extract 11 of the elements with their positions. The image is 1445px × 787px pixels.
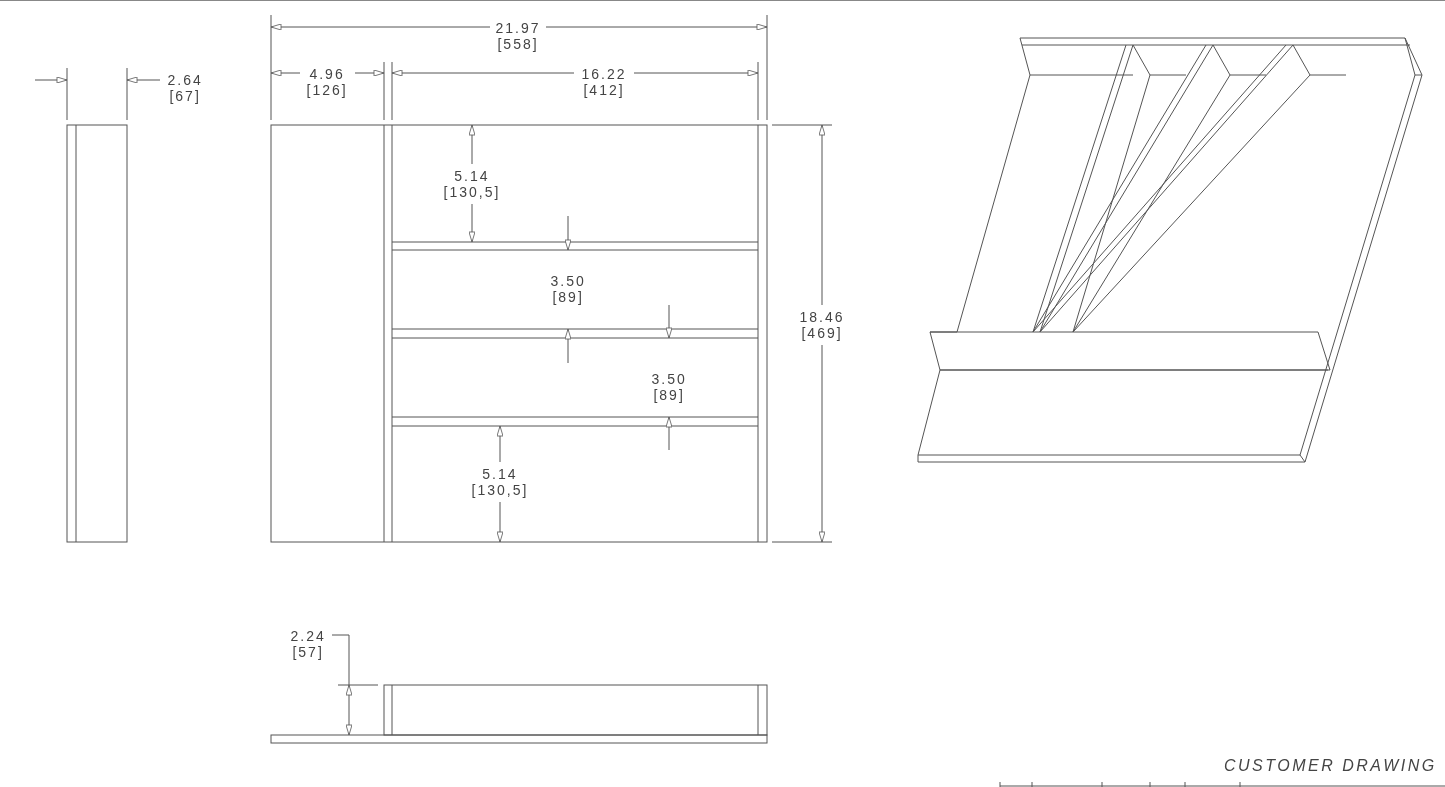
dimension-value: 5.14 [130,5] [471, 466, 529, 498]
dimension-value: 5.14 [130,5] [443, 168, 501, 200]
dimension-value: 4.96 [126] [306, 66, 348, 98]
dimension-value: 2.24 [57] [290, 628, 326, 660]
dimension-value: 21.97 [558] [495, 20, 541, 52]
dimension-value: 3.50 [89] [651, 371, 687, 403]
dimension-value: 16.22 [412] [581, 66, 627, 98]
dimension-value: 2.64 [67] [167, 72, 203, 104]
dimension-value: 18.46 [469] [799, 309, 845, 341]
dimension-value: 3.50 [89] [550, 273, 586, 305]
drawing-title: CUSTOMER DRAWING [1224, 758, 1437, 774]
